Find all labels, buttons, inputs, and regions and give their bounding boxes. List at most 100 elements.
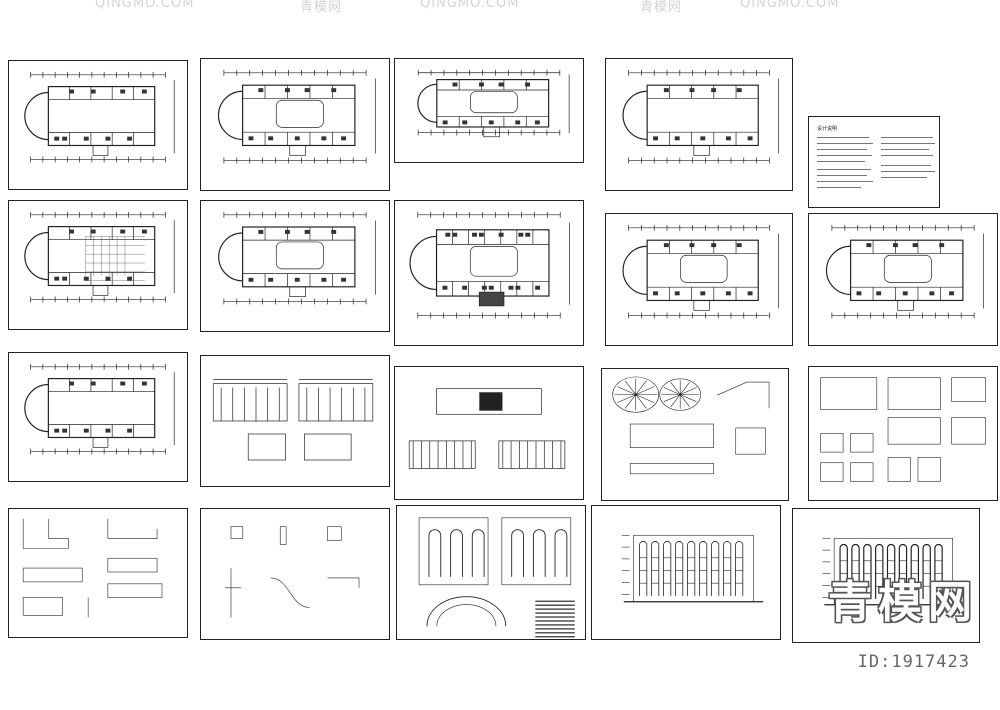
furniture-group xyxy=(653,243,753,296)
arched-window xyxy=(863,543,872,599)
sheet-drawing xyxy=(612,376,770,475)
drawing-sheet-17[interactable] xyxy=(396,505,586,640)
furniture-block xyxy=(69,381,74,386)
sheet-drawing xyxy=(24,363,175,455)
image-id-label: ID:1917423 xyxy=(857,652,970,672)
furniture-block xyxy=(120,89,126,94)
furniture-block xyxy=(689,243,695,248)
section-outline xyxy=(22,597,63,616)
drawing-sheet-6[interactable] xyxy=(200,200,390,332)
note-line xyxy=(535,612,575,614)
drawing-sheet-7[interactable] xyxy=(394,200,584,346)
sheet-drawing xyxy=(408,388,566,469)
drawing-sheet-16[interactable] xyxy=(200,508,390,640)
furniture-group xyxy=(442,82,540,125)
curve-profile xyxy=(270,577,310,608)
detail-outline xyxy=(279,526,287,545)
drawing-sheet-1[interactable] xyxy=(8,60,188,190)
drawing-sheet-4[interactable] xyxy=(605,58,793,191)
arched-window xyxy=(554,529,568,577)
drawing-sheet-3[interactable] xyxy=(394,58,584,163)
furniture-block xyxy=(488,285,494,290)
arched-window xyxy=(735,541,744,596)
facade-outline xyxy=(418,517,489,586)
floor-plan xyxy=(825,224,984,319)
notes-line xyxy=(817,175,867,176)
furniture-block xyxy=(498,232,504,237)
arched-window xyxy=(875,543,884,599)
arched-window xyxy=(922,543,931,599)
furniture-group xyxy=(54,229,147,281)
notes-line xyxy=(817,169,871,170)
rosette-spoke xyxy=(635,380,647,395)
furniture-block xyxy=(442,285,448,290)
drawing-sheet-13[interactable] xyxy=(601,368,789,501)
curved-wall xyxy=(622,90,648,141)
furniture-block xyxy=(711,88,717,93)
sheet-drawing xyxy=(622,224,779,319)
furniture-block xyxy=(141,89,147,94)
furniture-block xyxy=(478,82,484,87)
entrance-stairs xyxy=(693,300,710,311)
drawing-sheet-5[interactable] xyxy=(8,200,188,330)
furniture-block xyxy=(120,381,126,386)
note-line xyxy=(535,632,575,634)
section-outline xyxy=(107,583,163,598)
drawing-sheet-9[interactable] xyxy=(808,213,998,346)
furniture-block xyxy=(54,428,60,433)
furniture-block xyxy=(689,88,695,93)
furniture-block xyxy=(462,120,468,125)
ceiling-details xyxy=(612,376,770,475)
note-line xyxy=(535,624,575,626)
courtyard xyxy=(275,241,324,270)
watermark-mark: QINGMO.COM xyxy=(420,0,520,11)
drawing-sheet-19[interactable] xyxy=(792,508,980,643)
furniture-block xyxy=(127,428,133,433)
detail-outline xyxy=(887,417,941,445)
notes-line xyxy=(881,171,935,172)
drawing-sheet-18[interactable] xyxy=(591,505,781,640)
arched-window xyxy=(711,541,720,596)
drawing-sheet-8[interactable] xyxy=(605,213,793,346)
arched-window xyxy=(687,541,696,596)
furniture-block xyxy=(90,229,96,234)
drawing-sheet-11[interactable] xyxy=(200,355,390,487)
detail-outline xyxy=(247,433,286,461)
floor-plan xyxy=(24,211,175,303)
detail-outline xyxy=(230,526,244,539)
rosette-spoke xyxy=(635,394,655,403)
drawing-sheet-2[interactable] xyxy=(200,58,390,191)
drawing-sheet-14[interactable] xyxy=(808,366,998,501)
drawing-sheet-15[interactable] xyxy=(8,508,188,638)
sheet-drawing xyxy=(212,379,374,461)
detail-outline xyxy=(887,377,941,410)
drawing-sheet-10[interactable] xyxy=(8,352,188,482)
furniture-block xyxy=(445,232,451,237)
furniture-block xyxy=(902,291,908,296)
furniture-block xyxy=(341,277,347,282)
rosette-spoke xyxy=(624,394,636,409)
furniture-block xyxy=(929,291,935,296)
furniture-block xyxy=(939,243,945,248)
notes-line xyxy=(817,137,869,138)
furniture-block xyxy=(736,243,742,248)
furniture-block xyxy=(525,82,531,87)
rosette-spoke xyxy=(680,387,697,395)
arched-window xyxy=(511,529,524,577)
rosette-spoke xyxy=(670,394,681,408)
furniture-block xyxy=(535,285,541,290)
notes-line xyxy=(817,187,861,188)
furniture-block xyxy=(481,285,487,290)
furniture-block xyxy=(284,88,290,93)
rosette-spoke xyxy=(617,394,636,403)
furniture-block xyxy=(83,136,89,141)
design-notes-sheet[interactable]: 设计说明 xyxy=(808,116,940,208)
detail-outline xyxy=(327,526,342,541)
furniture-block xyxy=(663,243,669,248)
watermark-mark: QINGMO.COM xyxy=(740,0,840,11)
sheet-drawing xyxy=(417,69,570,138)
furniture-block xyxy=(653,291,658,296)
entrance-stairs xyxy=(92,145,109,156)
furniture-block xyxy=(69,89,74,94)
drawing-sheet-12[interactable] xyxy=(394,366,584,500)
